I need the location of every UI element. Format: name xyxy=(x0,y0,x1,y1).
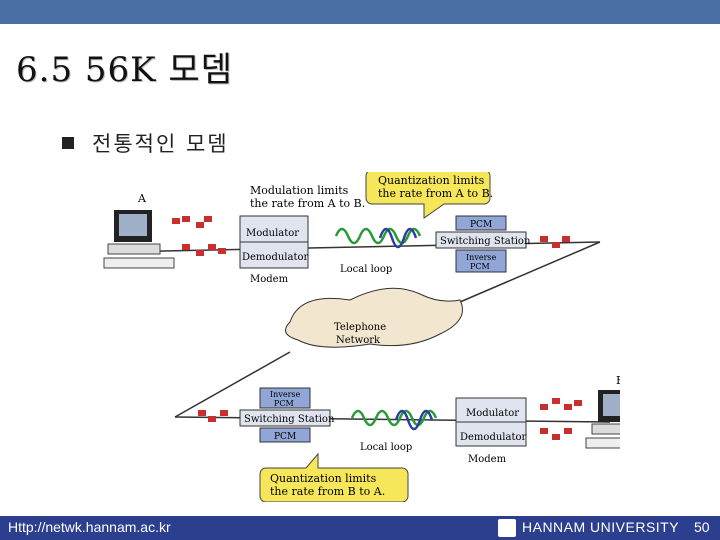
inverse-pcm-label: Inverse xyxy=(466,253,496,262)
switching-station-bottom: Inverse PCM Switching Station PCM xyxy=(239,387,335,443)
callout-text: Quantization limits xyxy=(270,472,377,485)
telephone-network-cloud xyxy=(285,287,463,348)
inverse-pcm-label: Inverse xyxy=(270,390,300,399)
callout-text: Quantization limits xyxy=(378,174,485,187)
callout-text: the rate from A to B. xyxy=(250,197,365,210)
callout-text: the rate from A to B. xyxy=(378,187,493,200)
network-label: Network xyxy=(336,335,381,346)
callout-bubble-top xyxy=(365,172,491,219)
analog-signal-bottom-green xyxy=(350,409,438,427)
analog-signal-bottom-blue xyxy=(394,409,434,431)
network-label: Telephone xyxy=(334,322,386,333)
digital-signal-bottom-left xyxy=(198,410,228,422)
modulator-label: Modulator xyxy=(466,408,519,419)
page-number: 50 xyxy=(694,519,710,535)
digital-signal-b-bottom xyxy=(540,428,572,440)
computer-b-icon xyxy=(585,390,620,449)
modem-a: Modulator Demodulator Modem xyxy=(239,215,309,285)
modem-label: Modem xyxy=(468,454,507,465)
callout-text: the rate from B to A. xyxy=(270,485,385,498)
digital-signal-top-right xyxy=(540,236,570,248)
top-banner xyxy=(0,0,720,24)
switching-station-label: Switching Station xyxy=(244,414,335,425)
modem-label: Modem xyxy=(250,274,289,285)
modem-diagram: A Modulation limits the rate from A to B… xyxy=(103,172,620,502)
demodulator-label: Demodulator xyxy=(242,252,308,263)
link-line-top-diag xyxy=(459,241,601,303)
callout-text: Modulation limits xyxy=(250,184,349,197)
university-logo-icon xyxy=(498,519,516,537)
pcm-label: PCM xyxy=(274,432,296,442)
site-b-label: B xyxy=(616,374,620,387)
modulator-label: Modulator xyxy=(246,228,299,239)
analog-signal-top-green xyxy=(334,227,422,245)
analog-signal-top-blue xyxy=(378,227,418,249)
bullet-square-icon xyxy=(62,137,74,149)
link-line-bottom-diag xyxy=(174,351,291,418)
footer-bar: Http://netwk.hannam.ac.kr HANNAM UNIVERS… xyxy=(0,516,720,540)
slide-title: 6.5 56K 모뎀 xyxy=(16,50,233,90)
site-a-label: A xyxy=(137,192,147,205)
digital-signal-a-top xyxy=(172,216,212,228)
demodulator-label: Demodulator xyxy=(460,432,526,443)
footer-university: HANNAM UNIVERSITY xyxy=(522,519,680,535)
bullet-text: 전통적인 모뎀 xyxy=(92,132,229,156)
computer-a-icon xyxy=(103,210,175,269)
local-loop-label: Local loop xyxy=(340,264,392,275)
callout-bubble-bottom xyxy=(259,452,409,502)
inverse-pcm-label: PCM xyxy=(470,262,490,271)
inverse-pcm-label: PCM xyxy=(274,399,294,408)
footer-url: Http://netwk.hannam.ac.kr xyxy=(8,519,171,535)
switching-station-top: PCM Switching Station Inverse PCM xyxy=(435,215,531,273)
local-loop-label: Local loop xyxy=(360,442,412,453)
digital-signal-b-top xyxy=(540,398,582,410)
switching-station-label: Switching Station xyxy=(440,236,531,247)
bullet-item: 전통적인 모뎀 xyxy=(62,128,229,158)
pcm-label: PCM xyxy=(470,220,492,230)
digital-signal-a-bottom xyxy=(182,244,226,256)
modem-b: Modulator Demodulator Modem xyxy=(455,397,527,465)
